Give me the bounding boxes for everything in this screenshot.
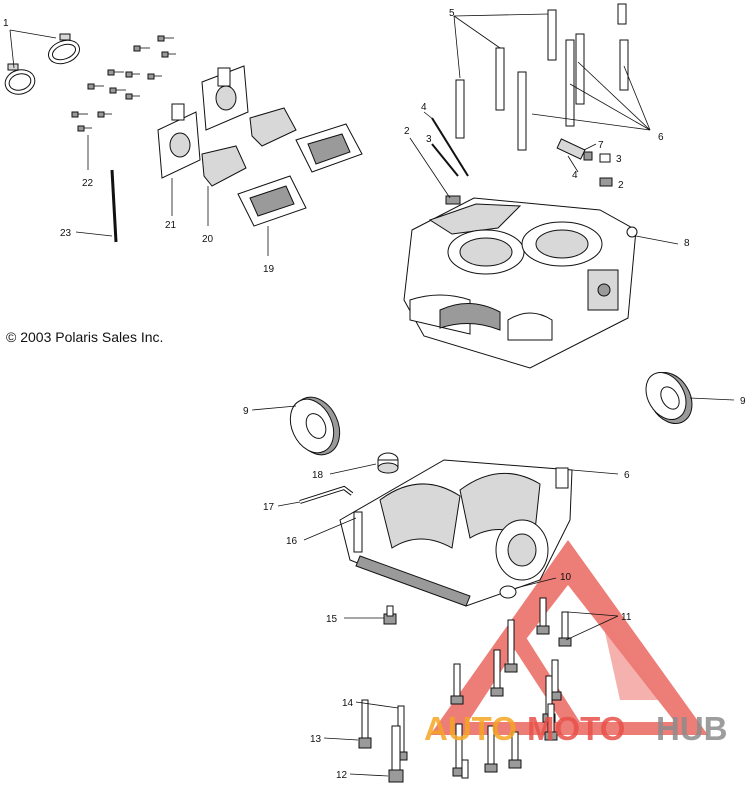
callout-7: 7 xyxy=(598,140,604,151)
callout-3-top: 3 xyxy=(426,134,432,145)
callout-6-bottom: 6 xyxy=(624,470,630,481)
reed-valve-part-19 xyxy=(237,123,363,227)
hose-clamp-part-1 xyxy=(4,33,80,95)
callout-8: 8 xyxy=(684,238,690,249)
copyright-notice: © 2003 Polaris Sales Inc. xyxy=(6,329,164,345)
callout-3-right: 3 xyxy=(616,154,622,165)
small-bolts-part-22 xyxy=(71,35,176,132)
stud-part-4 xyxy=(431,117,469,177)
stud-part-16 xyxy=(303,517,357,541)
lower-crankcase-part-6 xyxy=(339,459,573,607)
callout-11: 11 xyxy=(621,612,632,623)
callout-labels: 1 22 23 21 20 19 5 6 4 3 2 7 3 4 2 8 9 9… xyxy=(3,8,746,781)
callout-4-right: 4 xyxy=(572,170,578,181)
bushing-part-18 xyxy=(377,452,399,474)
watermark-moto: MOTO xyxy=(527,710,625,747)
bolt-part-12 xyxy=(388,725,404,783)
callout-20: 20 xyxy=(202,234,214,245)
fitting-part-17 xyxy=(299,485,354,504)
callout-16: 16 xyxy=(286,536,298,547)
watermark-hub: HUB xyxy=(656,710,728,747)
rod-part-23 xyxy=(110,169,118,243)
callout-9-right: 9 xyxy=(740,396,746,407)
crank-seal-part-9-right xyxy=(645,372,693,424)
callout-2-right: 2 xyxy=(618,180,624,191)
callout-12: 12 xyxy=(336,770,348,781)
screw-part-2 xyxy=(409,137,461,205)
callout-23: 23 xyxy=(60,228,72,239)
callout-6-top: 6 xyxy=(658,132,664,143)
crank-seal-part-9-left xyxy=(289,396,341,456)
callout-21: 21 xyxy=(165,220,177,231)
callout-18: 18 xyxy=(312,470,324,481)
callout-15: 15 xyxy=(326,614,338,625)
crankcase-bolts-part-11 xyxy=(394,597,572,779)
callout-1: 1 xyxy=(3,18,9,29)
dowel-pins-part-5 xyxy=(455,3,629,151)
upper-crankcase-part-8 xyxy=(403,197,638,369)
callout-19: 19 xyxy=(263,264,275,275)
callout-22: 22 xyxy=(82,178,94,189)
bolt-part-13 xyxy=(358,699,372,749)
screw-part-2-right xyxy=(599,177,613,187)
callout-10: 10 xyxy=(560,572,572,583)
callout-13: 13 xyxy=(310,734,322,745)
callout-9-left: 9 xyxy=(243,406,249,417)
plug-part-10 xyxy=(499,585,517,599)
plug-part-3 xyxy=(599,153,611,163)
callout-5: 5 xyxy=(449,8,455,19)
rubber-boot-part-20 xyxy=(201,107,297,187)
watermark-wordmark: AUTO MOTO HUB xyxy=(424,710,728,747)
spring-part-7 xyxy=(556,138,593,161)
bolt-part-3 xyxy=(431,143,459,177)
bolt-part-15 xyxy=(383,605,397,625)
callout-4-top: 4 xyxy=(421,102,427,113)
callout-2-top: 2 xyxy=(404,126,410,137)
watermark-auto: AUTO xyxy=(424,710,517,747)
intake-manifold-part-21 xyxy=(157,65,249,179)
callout-14: 14 xyxy=(342,698,354,709)
callout-17: 17 xyxy=(263,502,275,513)
